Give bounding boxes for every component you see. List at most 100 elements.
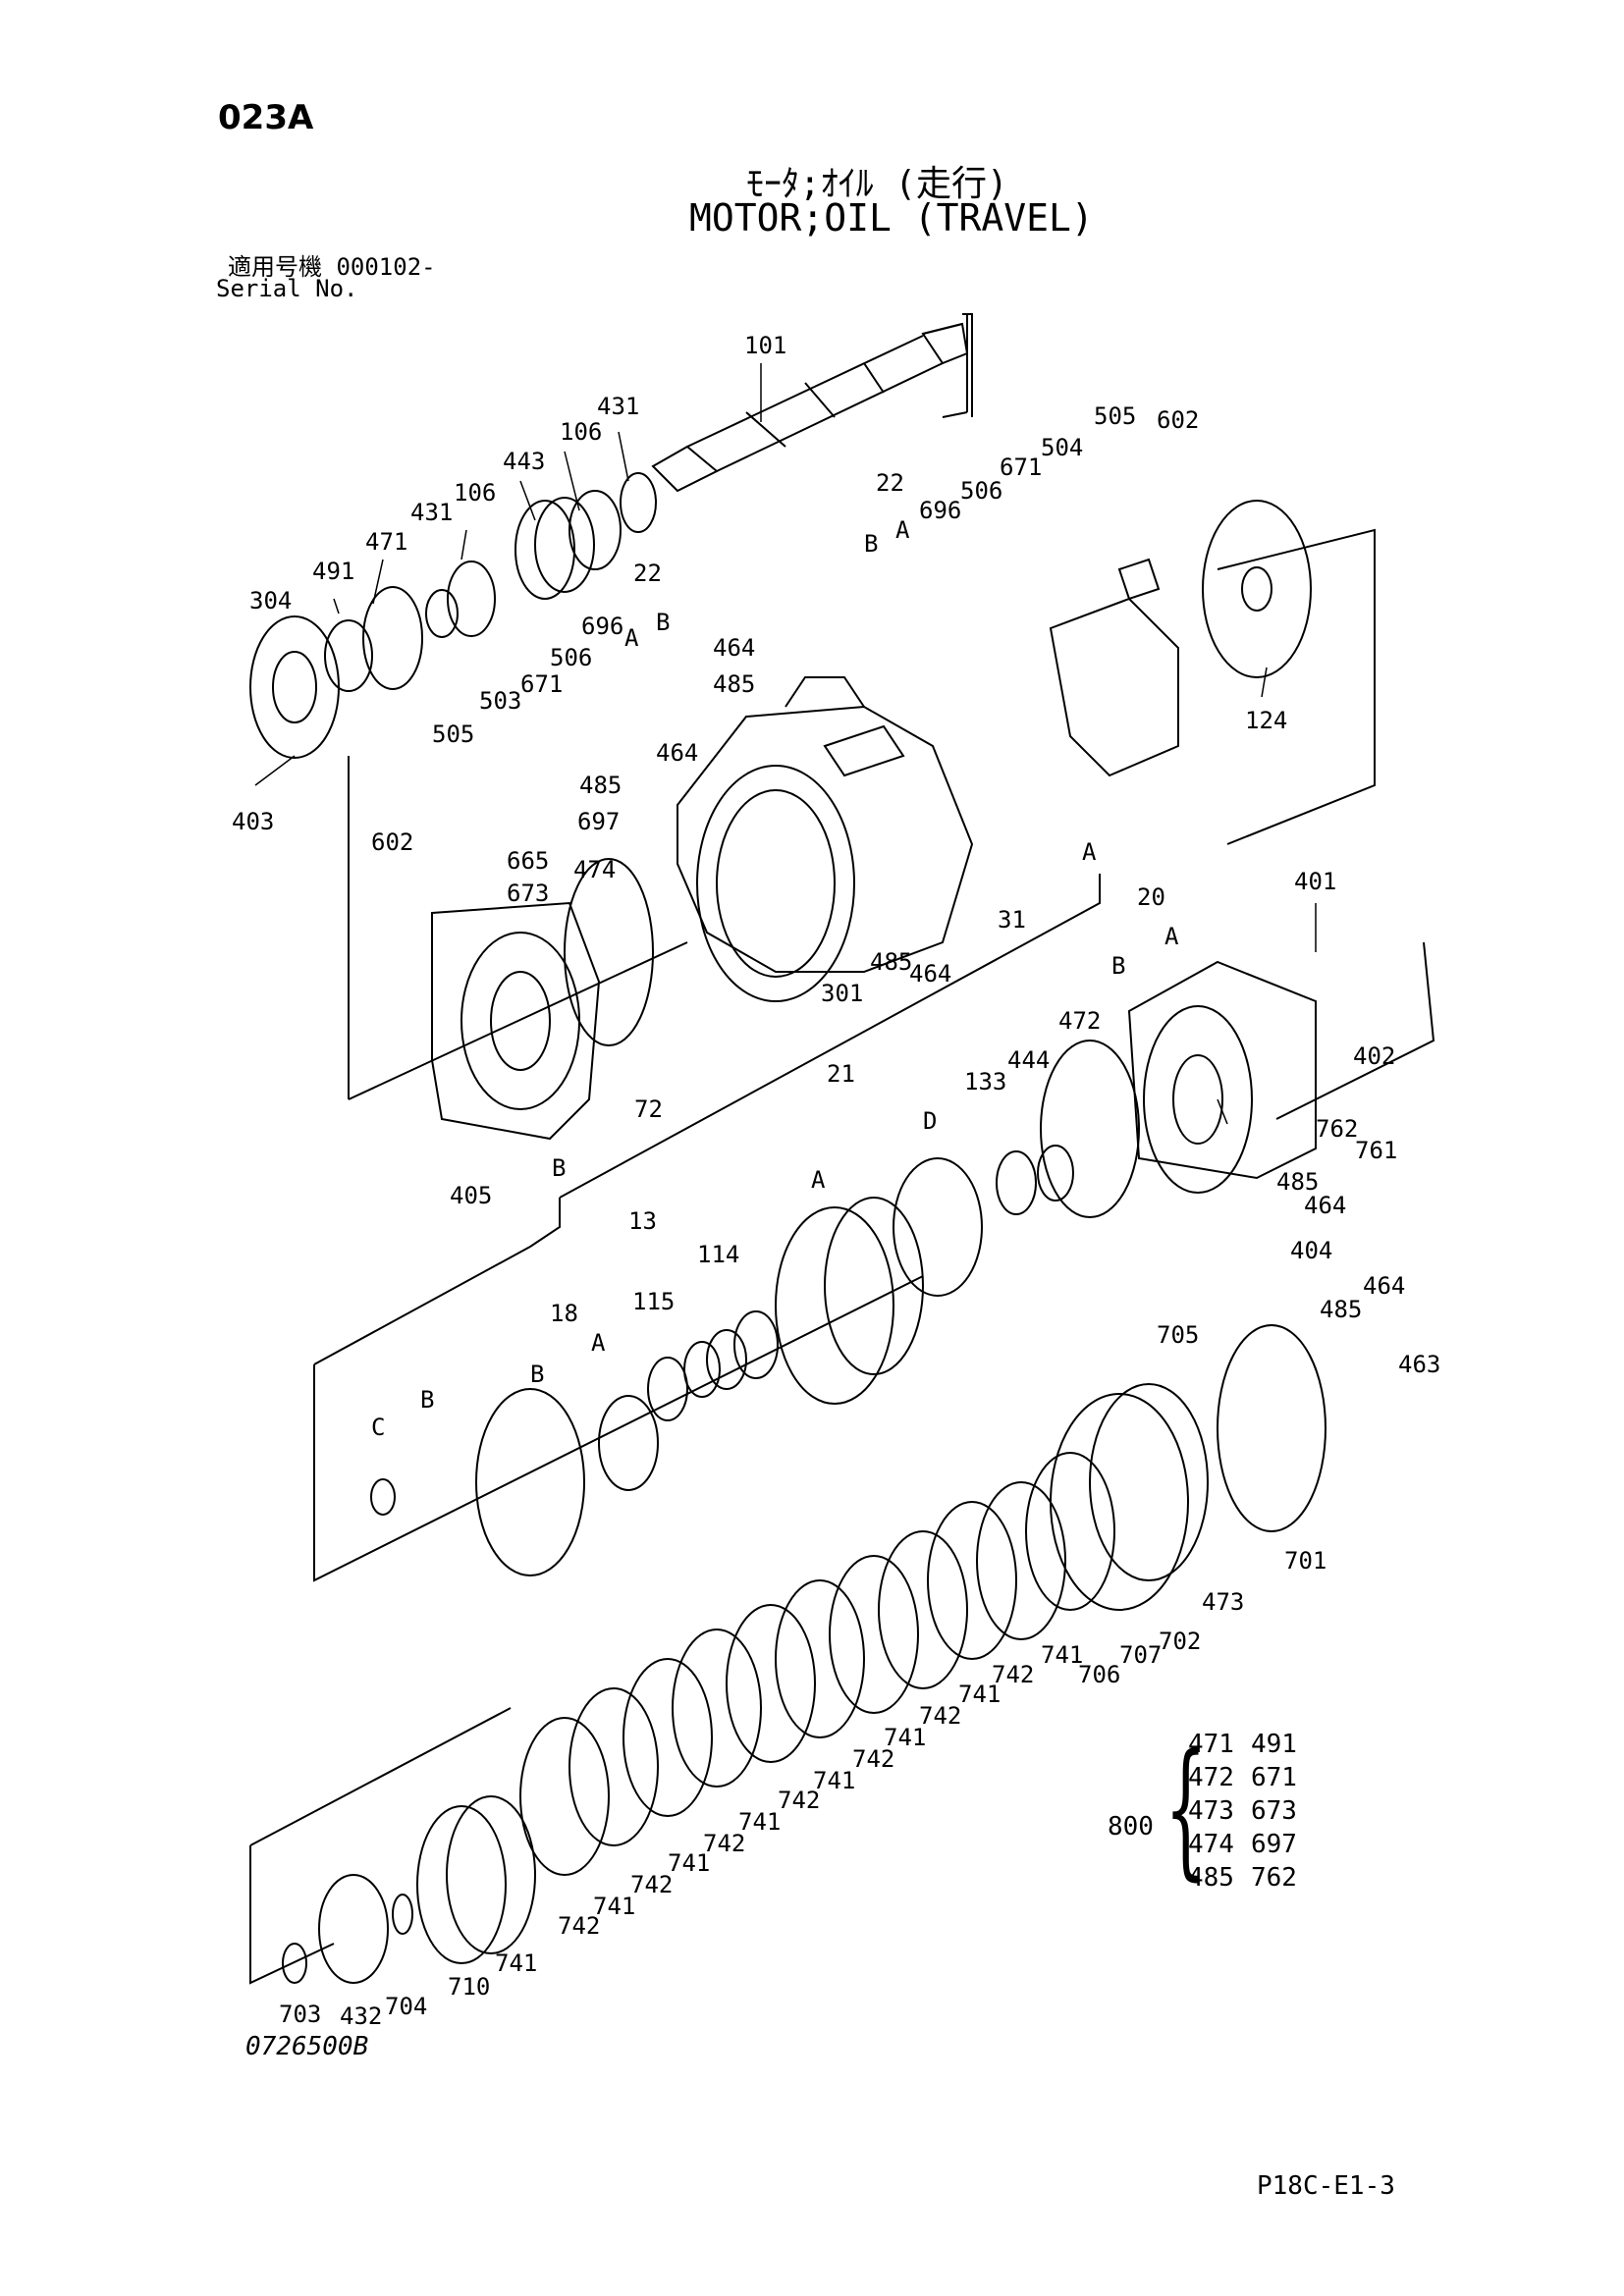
callout: 106 [454, 479, 496, 507]
callout: 742 [703, 1830, 745, 1857]
callout: A [1082, 838, 1097, 866]
callout: B [552, 1154, 566, 1182]
callout: 742 [919, 1702, 961, 1730]
output-shaft [651, 314, 969, 493]
callout: 505 [1094, 402, 1136, 430]
callout: 464 [1304, 1192, 1346, 1219]
callout: C [371, 1414, 385, 1441]
callout: B [1111, 952, 1125, 980]
callout: 703 [279, 2001, 321, 2028]
valve-block [893, 960, 1317, 1297]
callout: 741 [593, 1893, 635, 1920]
callout: A [895, 516, 910, 544]
kit-item: 697 [1251, 1830, 1297, 1859]
callout: 472 [1058, 1007, 1101, 1035]
callout: B [656, 609, 670, 636]
kit-row: 473 673 [1188, 1796, 1314, 1826]
serial-japanese: 適用号機 000102- [228, 253, 436, 281]
callout: 485 [1276, 1168, 1319, 1196]
callout: 742 [558, 1912, 600, 1940]
callout: 101 [744, 332, 786, 359]
callout: 485 [579, 772, 622, 799]
callout: 405 [450, 1182, 492, 1209]
kit-row: 474 697 [1188, 1830, 1314, 1859]
callout: 13 [628, 1207, 657, 1235]
kit-item: 673 [1251, 1796, 1297, 1826]
callout: 697 [577, 808, 620, 835]
callout: 401 [1294, 868, 1336, 895]
callout: 431 [597, 393, 639, 420]
callout: 761 [1355, 1137, 1397, 1164]
callout: A [811, 1166, 826, 1194]
callout: 506 [960, 477, 1002, 505]
callout: 431 [410, 499, 453, 526]
callout: 444 [1007, 1046, 1050, 1074]
callout: 665 [507, 847, 549, 875]
callout: 115 [632, 1288, 675, 1315]
callout: 706 [1078, 1661, 1120, 1688]
callout: 705 [1157, 1321, 1199, 1349]
callout: 114 [697, 1241, 739, 1268]
callout: 301 [821, 980, 863, 1007]
assembly-brackets [249, 313, 1435, 1985]
callout: 485 [1320, 1296, 1362, 1323]
callout: A [624, 624, 639, 652]
kit-item: 762 [1251, 1863, 1297, 1893]
callout: 443 [503, 448, 545, 475]
callout: 671 [520, 670, 563, 698]
callout: 464 [1363, 1272, 1405, 1300]
kit-item: 471 [1188, 1730, 1234, 1759]
callout: 473 [1202, 1588, 1244, 1616]
callout: 18 [550, 1300, 578, 1327]
callout: A [1164, 923, 1179, 950]
callout: 22 [633, 560, 662, 587]
callout: 485 [713, 670, 755, 698]
leader-lines [254, 363, 1317, 1125]
callout: 696 [919, 497, 961, 524]
callout: 304 [249, 587, 292, 614]
callout: 133 [964, 1068, 1006, 1095]
callout: 503 [479, 687, 521, 715]
callout: 701 [1284, 1547, 1326, 1575]
kit-item: 472 [1188, 1763, 1234, 1792]
page-code: 023A [218, 98, 314, 137]
callout: 404 [1290, 1237, 1332, 1264]
kit-row: 471 491 [1188, 1730, 1314, 1759]
brake-plate-stack [282, 1324, 1326, 1984]
callout: 710 [448, 1973, 490, 2001]
callout: 741 [1041, 1641, 1083, 1669]
callout: A [591, 1329, 606, 1357]
callout: 432 [340, 2002, 382, 2030]
callout: 671 [1000, 454, 1042, 481]
callout: 474 [573, 856, 616, 883]
swash-plate [1049, 500, 1312, 777]
callout: 22 [876, 469, 904, 497]
kit-brace: { [1164, 1724, 1207, 1895]
callout: 762 [1316, 1115, 1358, 1143]
callout: D [923, 1107, 937, 1135]
callout: 741 [668, 1849, 710, 1877]
callout: 702 [1159, 1628, 1201, 1655]
callout: 491 [312, 558, 354, 585]
kit-item: 491 [1251, 1730, 1297, 1759]
ring-group-upper [249, 472, 657, 759]
callout: 403 [232, 808, 274, 835]
end-flange [431, 858, 654, 1141]
cylinder-block [370, 1197, 924, 1576]
callout: 741 [738, 1808, 781, 1836]
callout: 704 [385, 1993, 427, 2020]
callout: 506 [550, 644, 592, 671]
callout: 505 [432, 721, 474, 748]
callout: 402 [1353, 1042, 1395, 1070]
callout: 20 [1137, 883, 1165, 911]
callout: 742 [778, 1787, 820, 1814]
title-japanese: ﾓｰﾀ;ｵｲﾙ (走行) [746, 164, 1008, 204]
title-english: MOTOR;OIL (TRAVEL) [689, 196, 1094, 240]
kit-item: 473 [1188, 1796, 1234, 1826]
callout: 124 [1245, 707, 1287, 734]
motor-housing [677, 676, 974, 1002]
callout: 464 [909, 960, 951, 988]
kit-item: 474 [1188, 1830, 1234, 1859]
